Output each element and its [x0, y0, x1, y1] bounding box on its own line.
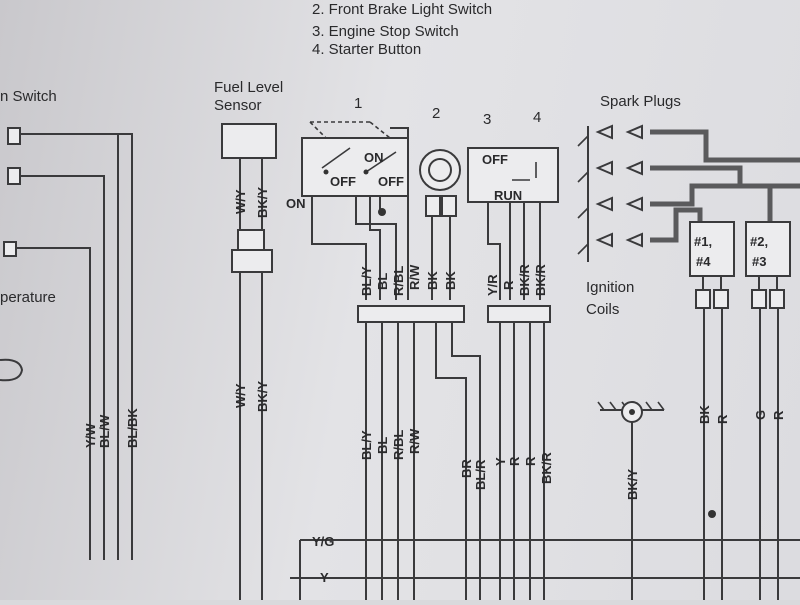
component-number-4: 4	[533, 109, 541, 126]
legend-item-3: 3. Engine Stop Switch	[312, 23, 459, 40]
spark-plugs	[577, 124, 800, 262]
wire-label: G	[753, 410, 768, 420]
wire-label: R/BL	[391, 430, 406, 460]
wire-label: R	[507, 456, 522, 466]
switch1-on: ON	[364, 150, 384, 165]
wire-label: BL/R	[473, 459, 488, 490]
fuel-level-label-1: Fuel Level	[214, 79, 283, 96]
coil-1-label: #1,	[694, 234, 712, 249]
wire-labels: Y/W BL/W BL/BK W/Y BK/Y W/Y BK/Y BL/Y BL…	[83, 187, 786, 500]
coil-3-label: #3	[752, 254, 766, 269]
left-switch-wiring	[0, 127, 133, 560]
coil-2-label: #2,	[750, 234, 768, 249]
wire-label: R/W	[407, 428, 422, 454]
wire-label: BK/R	[539, 452, 554, 484]
wire-label: BK	[443, 271, 458, 290]
ignition-coil-2-3	[745, 221, 791, 277]
wire-label: W/Y	[233, 383, 248, 408]
fuel-level-sensor	[221, 123, 277, 600]
fuel-level-label-2: Sensor	[214, 97, 262, 114]
front-brake-light-switch	[301, 121, 409, 300]
wire-label: BL/Y	[359, 266, 374, 296]
bus-label-y: Y	[320, 570, 329, 585]
wire-label: W/Y	[233, 189, 248, 214]
component-number-1: 1	[354, 95, 362, 112]
wire-label: BK/Y	[255, 187, 270, 218]
wire-label: R/BL	[391, 266, 406, 296]
coil-4-label: #4	[696, 254, 711, 269]
wire-label: BK/Y	[625, 469, 640, 500]
ignition-coils-label-2: Coils	[586, 301, 619, 318]
wire-label: BL/W	[97, 414, 112, 448]
wire-label: R	[501, 280, 516, 290]
connector-block-1	[357, 305, 465, 323]
wire-label: BK/R	[517, 264, 532, 296]
wire-label: Y	[493, 457, 508, 466]
legend-item-2: 2. Front Brake Light Switch	[312, 1, 492, 18]
wire-label: BK/Y	[255, 381, 270, 412]
ignition-coils-label-1: Ignition	[586, 279, 634, 296]
wire-label: R	[715, 414, 730, 424]
wire-label: BL/Y	[359, 430, 374, 460]
temperature-label: perature	[0, 289, 56, 306]
switch-label: n Switch	[0, 88, 57, 105]
wire-label: BR	[459, 459, 474, 478]
bus-label-yg: Y/G	[312, 534, 334, 549]
wire-label: Y/W	[83, 423, 98, 448]
switch1-on-label: ON	[286, 196, 306, 211]
switch3-off: OFF	[482, 152, 508, 167]
engine-stop-switch-2	[419, 149, 461, 300]
wire-label: BK	[697, 405, 712, 424]
wire-label: BL	[375, 437, 390, 454]
connector-block-2	[487, 305, 551, 323]
switch3-run: RUN	[494, 188, 522, 203]
engine-stop-switch	[467, 147, 559, 300]
wire-label: BK/R	[533, 264, 548, 296]
wire-label: BL/BK	[125, 408, 140, 448]
wire-label: R	[523, 456, 538, 466]
spark-plugs-label: Spark Plugs	[600, 93, 681, 110]
wire-label: R/W	[407, 264, 422, 290]
wire-label: Y/R	[485, 274, 500, 296]
switch1-off-left: OFF	[330, 174, 356, 189]
component-number-2: 2	[432, 105, 440, 122]
coil-connectors	[695, 276, 785, 600]
ground-symbol	[597, 401, 665, 600]
wire-label: BK	[425, 271, 440, 290]
switch1-off-right: OFF	[378, 174, 404, 189]
wire-label: R	[771, 410, 786, 420]
component-number-3: 3	[483, 111, 491, 128]
wire-label: BL	[375, 273, 390, 290]
ignition-coil-1-4	[689, 221, 735, 277]
bottom-bus-wires	[290, 539, 800, 600]
legend-item-4: 4. Starter Button	[312, 41, 421, 58]
